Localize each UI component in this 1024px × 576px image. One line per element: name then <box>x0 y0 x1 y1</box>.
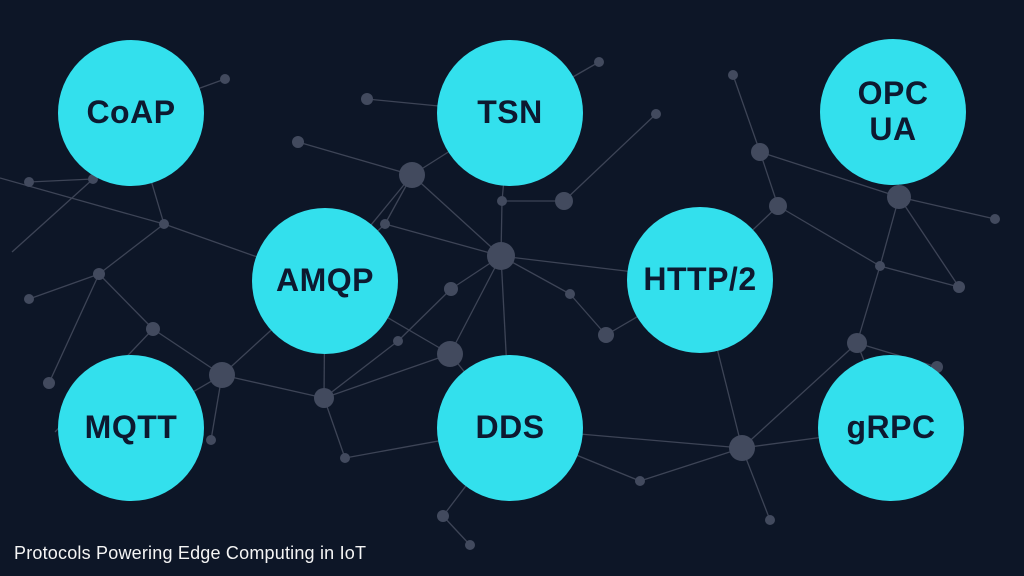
protocol-label-mqtt: MQTT <box>84 409 178 446</box>
slide-caption: Protocols Powering Edge Computing in IoT <box>14 543 367 563</box>
protocol-bubble-amqp: AMQP <box>252 208 398 354</box>
protocol-label-grpc: gRPC <box>846 409 936 446</box>
protocol-label-opc-ua: OPC UA <box>857 75 929 147</box>
protocol-bubble-tsn: TSN <box>437 40 583 186</box>
protocol-bubble-mqtt: MQTT <box>58 355 204 501</box>
protocol-label-http2: HTTP/2 <box>643 261 757 298</box>
protocol-bubble-http2: HTTP/2 <box>627 207 773 353</box>
protocol-bubble-opc-ua: OPC UA <box>820 39 966 185</box>
protocol-label-amqp: AMQP <box>276 262 374 299</box>
protocol-bubble-dds: DDS <box>437 355 583 501</box>
protocol-label-dds: DDS <box>475 409 545 446</box>
protocol-label-tsn: TSN <box>477 94 543 131</box>
protocol-bubble-grpc: gRPC <box>818 355 964 501</box>
protocol-bubble-coap: CoAP <box>58 40 204 186</box>
protocol-label-coap: CoAP <box>86 94 176 131</box>
